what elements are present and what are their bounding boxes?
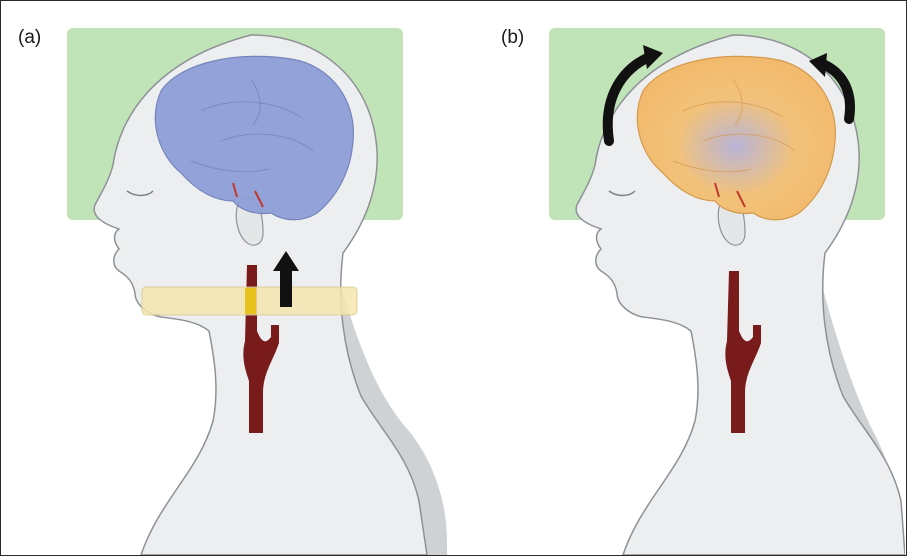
panel-label-b: (b) <box>501 27 524 49</box>
panel-label-a: (a) <box>18 27 41 49</box>
panel-a-illustration <box>1 1 453 555</box>
band-highlight <box>245 288 256 314</box>
panel-a: (a) <box>1 1 453 555</box>
panel-b-illustration <box>453 1 905 555</box>
panel-b: (b) <box>453 1 905 555</box>
